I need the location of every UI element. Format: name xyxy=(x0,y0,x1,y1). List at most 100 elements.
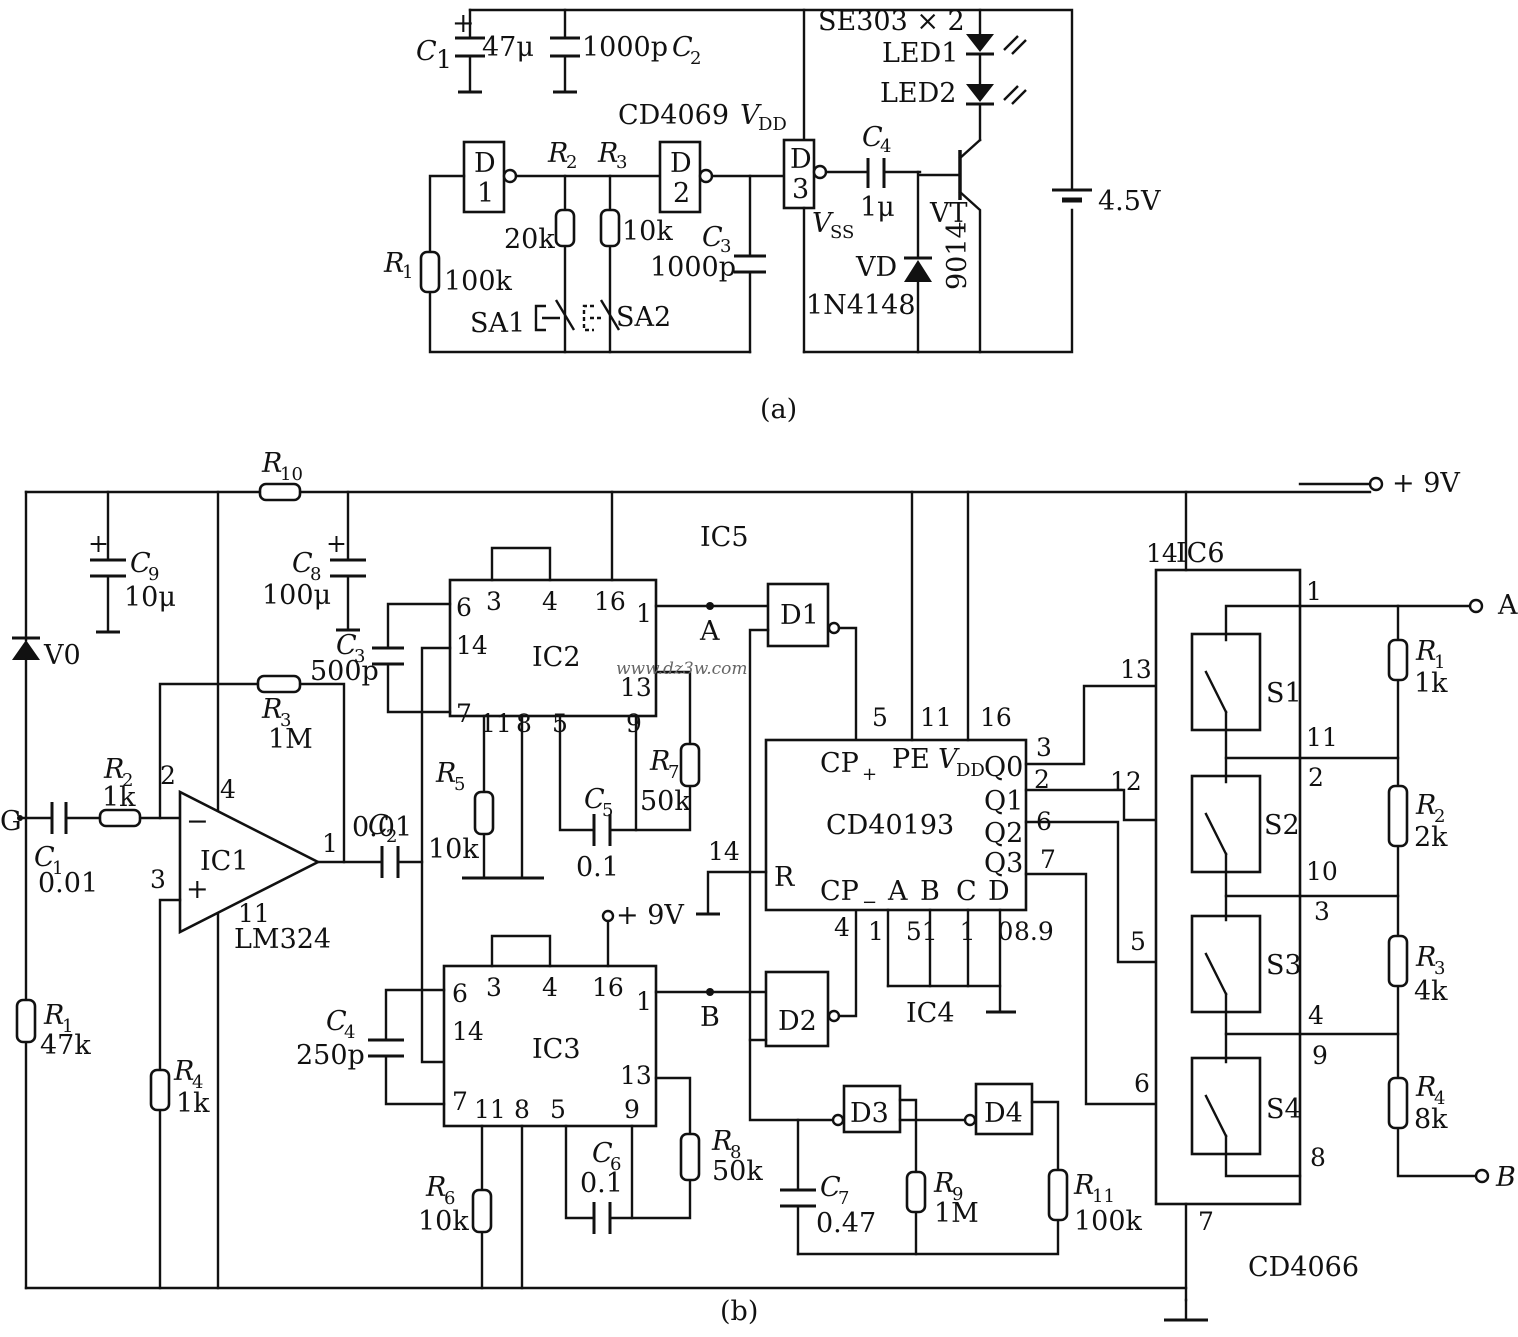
counter-type: CD40193 xyxy=(826,810,954,841)
svg-text:+: + xyxy=(186,874,209,905)
c2-value-b-visible: 0.01 xyxy=(352,812,412,843)
svg-text:5: 5 xyxy=(550,1095,566,1124)
c2-sub-b: 2 xyxy=(386,826,397,847)
c2-label: C xyxy=(672,32,693,63)
svg-text:11: 11 xyxy=(480,709,512,738)
svg-text:9: 9 xyxy=(626,709,642,738)
q1-label: Q1 xyxy=(984,786,1023,817)
cp-minus-label: CP xyxy=(820,876,859,907)
vd-label: VD xyxy=(855,252,897,283)
rr4-value: 8k xyxy=(1414,1104,1448,1135)
c1-value: 47μ xyxy=(482,32,534,63)
svg-text:6: 6 xyxy=(1134,1069,1150,1098)
cp-plus-label: CP xyxy=(820,748,859,779)
r3-label: R xyxy=(597,138,618,169)
vdd-label: V xyxy=(740,100,762,131)
r10-sub: 10 xyxy=(280,464,303,485)
node-b-label: B xyxy=(700,1002,720,1033)
q2-label: Q2 xyxy=(984,818,1023,849)
battery-label: 4.5V xyxy=(1098,186,1161,217)
vdd-sub-b: DD xyxy=(956,760,985,781)
rr2-label: R xyxy=(1415,790,1436,821)
c8-label: C xyxy=(292,548,313,579)
r9-label: R xyxy=(933,1168,954,1199)
r7-label: R xyxy=(649,746,670,777)
c1-value-b: 0.01 xyxy=(38,868,98,899)
svg-text:6: 6 xyxy=(456,593,472,622)
r3-value-b: 1M xyxy=(268,724,313,755)
r8-value: 50k xyxy=(712,1156,763,1187)
pin-d-label: D xyxy=(988,876,1010,907)
svg-text:8.9: 8.9 xyxy=(1014,917,1054,946)
svg-text:3: 3 xyxy=(486,973,502,1002)
r11-sub: 11 xyxy=(1092,1186,1115,1207)
ic4-label: IC4 xyxy=(906,998,955,1029)
rr2-value: 2k xyxy=(1414,822,1448,853)
ic1-type: LM324 xyxy=(234,924,331,955)
ic6-label: IC6 xyxy=(1176,538,1225,569)
r1-value-b: 47k xyxy=(40,1030,91,1061)
svg-text:8: 8 xyxy=(514,1095,530,1124)
q3-label: Q3 xyxy=(984,848,1023,879)
ic1-pin1: 1 xyxy=(322,829,338,858)
svg-text:4: 4 xyxy=(542,973,558,1002)
rr3-label: R xyxy=(1415,942,1436,973)
q0-label: Q0 xyxy=(984,752,1023,783)
r7-sub: 7 xyxy=(668,762,679,783)
c1-sub: 1 xyxy=(436,45,452,74)
r3-sub: 3 xyxy=(616,152,627,173)
r8-sub: 8 xyxy=(730,1142,741,1163)
ic5-label: IC5 xyxy=(700,522,749,553)
svg-text:14: 14 xyxy=(708,837,740,866)
svg-text:5: 5 xyxy=(552,709,568,738)
svg-text:4: 4 xyxy=(542,587,558,616)
r9-value: 1M xyxy=(934,1198,979,1229)
svg-text:12: 12 xyxy=(1110,767,1142,796)
ic3-label: IC3 xyxy=(532,1034,581,1065)
d2-gate-number: 2 xyxy=(673,178,690,209)
c4-sub: 4 xyxy=(880,136,891,157)
s2-label: S2 xyxy=(1264,810,1300,841)
c1-label: C xyxy=(416,36,437,67)
r1-label-b: R xyxy=(43,1000,64,1031)
c8-value: 100μ xyxy=(262,580,331,611)
rr4-label: R xyxy=(1415,1072,1436,1103)
svg-text:8: 8 xyxy=(516,709,532,738)
svg-text:5: 5 xyxy=(872,703,888,732)
rr3-value: 4k xyxy=(1414,976,1448,1007)
pe-label: PE xyxy=(892,744,930,775)
d3-gate-label: D3 xyxy=(850,1098,889,1129)
svg-text:6: 6 xyxy=(452,979,468,1008)
vt-label: VT xyxy=(929,198,968,229)
r2-value-b: 1k xyxy=(102,782,136,813)
r2-sub: 2 xyxy=(566,152,577,173)
cp-minus-sub: − xyxy=(862,892,877,913)
s1-label: S1 xyxy=(1266,678,1302,709)
rr2-sub: 2 xyxy=(1434,806,1445,827)
c3-sub-b: 3 xyxy=(354,646,365,667)
svg-text:1: 1 xyxy=(636,599,652,628)
r8-label: R xyxy=(711,1126,732,1157)
c9-sub: 9 xyxy=(148,564,159,585)
cp-plus-sub: + xyxy=(862,764,877,785)
r1-sub-b: 1 xyxy=(62,1016,73,1037)
r1-label: R xyxy=(383,248,404,279)
c5-sub: 5 xyxy=(602,800,613,821)
r4-value-b: 1k xyxy=(176,1088,210,1119)
svg-text:13: 13 xyxy=(620,673,652,702)
svg-text:7: 7 xyxy=(452,1087,468,1116)
cd4069-label: CD4069 xyxy=(618,100,729,131)
svg-text:2: 2 xyxy=(1034,765,1050,794)
r6-value: 10k xyxy=(418,1206,469,1237)
c4-value: 1μ xyxy=(860,192,895,223)
c5-value: 0.1 xyxy=(576,852,619,883)
svg-text:2: 2 xyxy=(1308,763,1324,792)
caption-a: (a) xyxy=(760,394,797,425)
d4-gate-label: D4 xyxy=(984,1098,1023,1129)
r6-label: R xyxy=(425,1172,446,1203)
c9-label: C xyxy=(130,548,151,579)
svg-text:13: 13 xyxy=(1120,655,1152,684)
